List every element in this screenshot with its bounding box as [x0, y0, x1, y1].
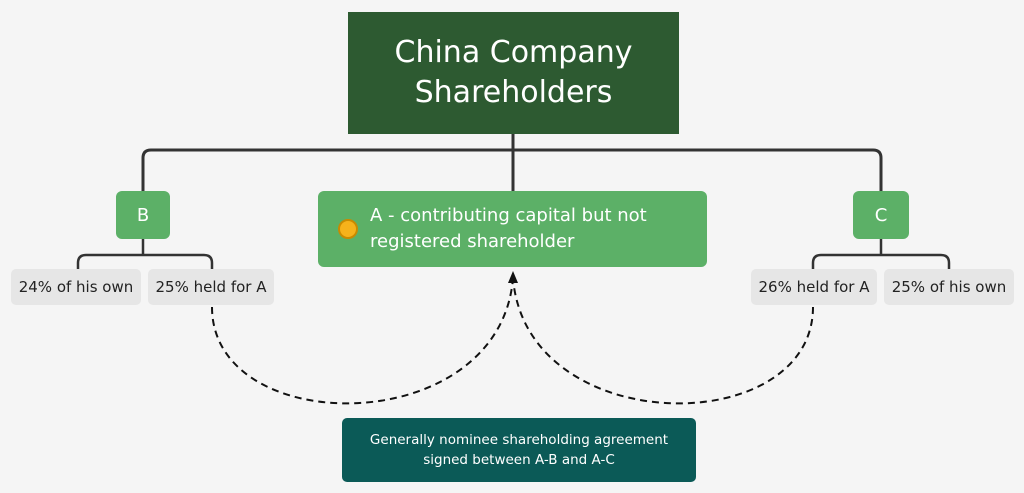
root-node: China Company Shareholders: [348, 12, 679, 134]
note-box: Generally nominee shareholding agreement…: [342, 418, 696, 482]
note-label: Generally nominee shareholding agreement…: [369, 432, 669, 468]
arrow-head: [508, 271, 518, 283]
node-c: C: [853, 191, 909, 239]
leaf-c-own: 25% of his own: [884, 269, 1014, 305]
leaf-c-held-label: 26% held for A: [758, 278, 870, 296]
leaf-b-held-label: 25% held for A: [155, 278, 267, 296]
node-a-label: A - contributing capital but not registe…: [370, 205, 647, 252]
leaf-c-held: 26% held for A: [751, 269, 877, 305]
node-b: B: [116, 191, 170, 239]
root-connector: [141, 134, 883, 191]
node-c-label: C: [874, 204, 888, 226]
b-leaf-connector: [76, 239, 214, 269]
dashed-relation-b: [211, 277, 514, 405]
leaf-b-own: 24% of his own: [11, 269, 141, 305]
leaf-b-held: 25% held for A: [148, 269, 274, 305]
leaf-c-own-label: 25% of his own: [891, 278, 1007, 296]
c-leaf-connector: [811, 239, 951, 269]
node-b-label: B: [136, 204, 150, 226]
leaf-b-own-label: 24% of his own: [18, 278, 134, 296]
node-a: A - contributing capital but not registe…: [318, 191, 707, 267]
dashed-relation-c: [512, 277, 814, 405]
root-label: China Company Shareholders: [394, 35, 633, 110]
marker-icon: [338, 219, 358, 239]
